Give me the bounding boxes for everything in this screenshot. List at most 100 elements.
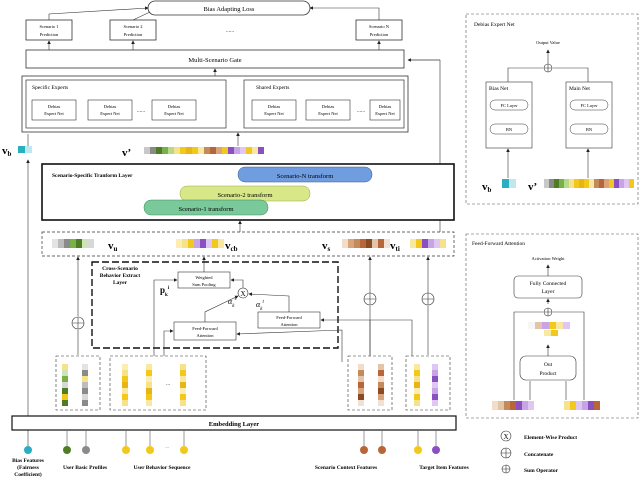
vector-cell bbox=[358, 400, 364, 406]
embedding-columns bbox=[62, 364, 438, 406]
node-up-lines bbox=[66, 431, 437, 446]
vector-cell bbox=[144, 147, 150, 154]
vector-cell bbox=[210, 147, 216, 154]
vector-cell bbox=[228, 147, 234, 154]
vector-cell bbox=[544, 179, 549, 188]
vector-cell bbox=[432, 382, 438, 388]
scenario-2-prediction-box bbox=[109, 19, 157, 41]
vector-cell bbox=[62, 400, 68, 406]
fcl-line2: Layer bbox=[542, 289, 555, 295]
cross-title-1: Cross-Scenario bbox=[102, 266, 138, 272]
vector-cell bbox=[589, 179, 594, 188]
shared-experts-label: Shared Experts bbox=[256, 85, 289, 91]
vector-cell bbox=[594, 179, 599, 188]
vector-cell bbox=[358, 364, 364, 370]
user-behavior-sequence-label: User Behavior Sequence bbox=[134, 465, 191, 471]
vector-cell bbox=[252, 147, 258, 154]
vector-cell bbox=[570, 401, 576, 410]
vector-cell bbox=[432, 394, 438, 400]
vector-cell bbox=[122, 376, 128, 382]
vector-cell bbox=[516, 401, 522, 410]
vector-cell bbox=[146, 394, 152, 400]
expert-label: Expert Net bbox=[264, 111, 284, 116]
shared-expert-nets: Debias Expert Net Debias Expert Net ....… bbox=[251, 99, 401, 121]
vector-cell bbox=[88, 239, 94, 248]
vector-cell bbox=[180, 370, 186, 376]
vector-cell bbox=[564, 179, 569, 188]
input-nodes: ... bbox=[24, 444, 440, 454]
predictions-ellipsis: ...... bbox=[226, 28, 235, 34]
embedding-layer-label: Embedding Layer bbox=[209, 421, 259, 428]
vector-cell bbox=[492, 401, 498, 410]
vector-cell bbox=[70, 239, 76, 248]
scenario-1-prediction-line1: Scenario 1 bbox=[39, 24, 58, 29]
weighted-line2: Sum Pooling bbox=[192, 282, 216, 287]
vector-cell bbox=[414, 370, 420, 376]
main-net-box bbox=[565, 81, 613, 149]
vector-cell bbox=[504, 401, 510, 410]
vector-cell bbox=[614, 179, 619, 188]
vector-cell bbox=[146, 370, 152, 376]
debias-expert-net-specific-n bbox=[151, 99, 197, 121]
ff1-line1: Feed-Forward bbox=[192, 326, 218, 331]
ffa-concat-vector bbox=[528, 322, 570, 329]
nodes-ellipsis: ... bbox=[165, 444, 168, 449]
fully-connected-layer-box bbox=[513, 275, 583, 299]
vector-cell bbox=[122, 364, 128, 370]
vector-cell bbox=[146, 388, 152, 394]
vector-cell bbox=[378, 382, 384, 388]
vector-cell bbox=[414, 376, 420, 382]
behavior-node-1 bbox=[122, 446, 130, 454]
expert-label: Debias bbox=[168, 104, 181, 109]
vcb-label: vcb bbox=[225, 240, 238, 253]
vector-cell bbox=[162, 147, 168, 154]
scenario-n-prediction-line1: Scenario N bbox=[369, 24, 390, 29]
vector-cell bbox=[180, 394, 186, 400]
vector-cell bbox=[498, 401, 504, 410]
vector-cell bbox=[544, 330, 551, 336]
x-glyph: X bbox=[240, 290, 245, 298]
vector-cell bbox=[176, 239, 182, 248]
vector-cell bbox=[378, 364, 384, 370]
scenario-1-prediction-line2: Prediction bbox=[40, 32, 59, 37]
vector-cell bbox=[52, 239, 58, 248]
debias-vb-label: vb bbox=[482, 181, 492, 194]
target-node-1 bbox=[414, 446, 422, 454]
context-embedding-box bbox=[347, 355, 393, 411]
output-value-label: Output Value bbox=[536, 40, 560, 45]
vector-cell bbox=[522, 401, 528, 410]
transform-layer-title: Scenario-Specific Tranform Layer bbox=[52, 173, 133, 179]
vector-cell bbox=[200, 239, 206, 248]
fcl-line1: Fully Connected bbox=[530, 281, 567, 287]
alpha-s-label: αks bbox=[228, 297, 236, 309]
vti-label: vti bbox=[390, 240, 400, 253]
specific-expert-nets: Debias Expert Net Debias Expert Net ....… bbox=[31, 99, 197, 121]
vector-cell bbox=[146, 400, 152, 406]
ff2-line1: Feed-Forward bbox=[276, 315, 302, 320]
behavior-node-2 bbox=[146, 446, 154, 454]
vector-cell bbox=[186, 147, 192, 154]
vector-cell bbox=[58, 239, 64, 248]
vector-cell bbox=[180, 400, 186, 406]
vector-cell bbox=[410, 239, 416, 248]
experts-ellipsis: ...... bbox=[357, 108, 366, 114]
bias-net-box bbox=[485, 81, 533, 149]
scenario-1-transform bbox=[143, 199, 269, 216]
legend-ewp: Element-Wise Product bbox=[524, 435, 577, 441]
vector-cell bbox=[378, 400, 384, 406]
vector-cell bbox=[204, 147, 210, 154]
vector-cell bbox=[206, 239, 212, 248]
vector-cell bbox=[182, 239, 188, 248]
vector-cell bbox=[604, 179, 609, 188]
vector-cell bbox=[378, 394, 384, 400]
scenario-2-transform-label: Scenario-2 transform bbox=[217, 192, 272, 199]
scenario-n-transform-label: Scenario-N transform bbox=[277, 173, 334, 180]
bias-fc-label: FC Layer bbox=[500, 103, 518, 108]
vector-cell bbox=[216, 147, 222, 154]
main-fc-layer bbox=[569, 99, 609, 111]
vector-cell bbox=[542, 322, 549, 329]
vector-cell bbox=[122, 388, 128, 394]
vector-cell bbox=[563, 322, 570, 329]
vector-cell bbox=[414, 388, 420, 394]
input-arrows bbox=[26, 159, 430, 448]
